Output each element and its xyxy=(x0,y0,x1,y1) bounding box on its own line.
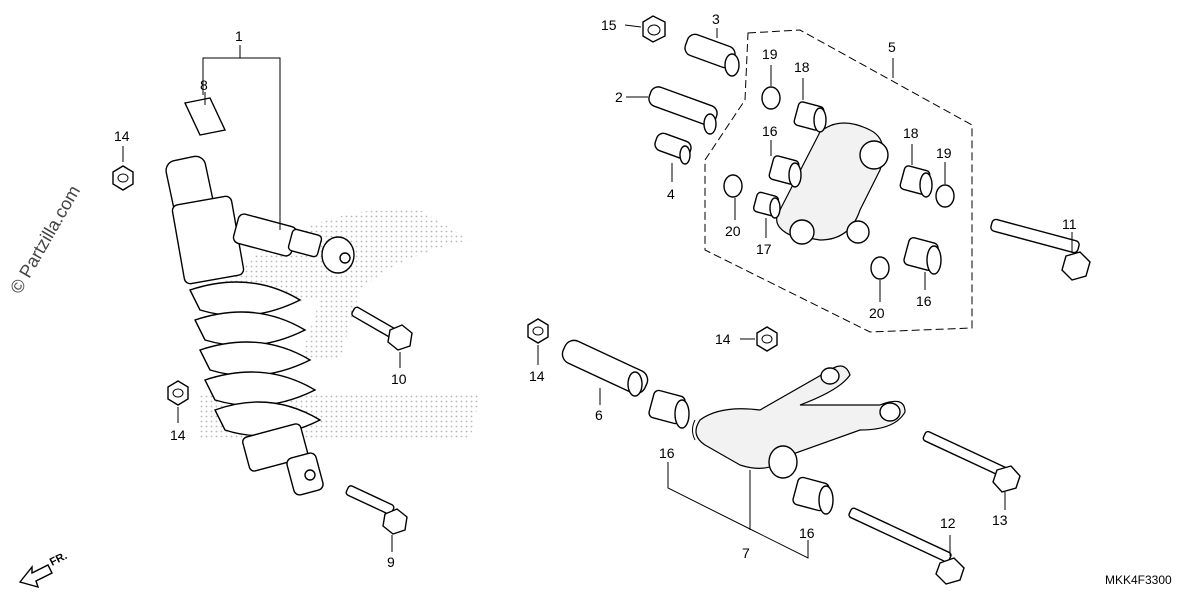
dust-seal-20-a xyxy=(723,174,743,198)
callout-6: 6 xyxy=(595,407,603,423)
callout-8: 8 xyxy=(200,77,208,93)
needle-bearing-17 xyxy=(752,191,781,219)
callout-2: 2 xyxy=(615,89,623,105)
collar-3 xyxy=(684,33,740,77)
callout-16-b: 16 xyxy=(916,293,932,309)
bolt-10 xyxy=(351,306,413,351)
callout-14-b: 14 xyxy=(170,427,186,443)
flange-nut-14-b xyxy=(167,380,189,406)
callout-18-b: 18 xyxy=(903,125,919,141)
callout-11: 11 xyxy=(1062,216,1077,232)
callout-5: 5 xyxy=(888,39,896,55)
callout-17: 17 xyxy=(756,241,772,257)
flange-nut-14-d xyxy=(756,326,778,352)
diagram-code: MKK4F3300 xyxy=(1105,573,1172,587)
cushion-arm-link xyxy=(776,122,889,245)
callout-16-a: 16 xyxy=(762,123,778,139)
callout-14-c: 14 xyxy=(529,368,545,384)
callout-12: 12 xyxy=(940,515,956,531)
dust-seal-19-a xyxy=(761,86,781,110)
front-direction-arrow: FR. xyxy=(18,550,69,589)
needle-bearing-16-a xyxy=(768,155,802,188)
watermark-text: © Partzilla.com xyxy=(6,182,84,297)
flange-nut-14-c xyxy=(527,318,549,344)
flange-nut-15 xyxy=(642,15,666,43)
callout-18-a: 18 xyxy=(794,59,810,75)
callout-16-c: 16 xyxy=(659,445,675,461)
label-sticker xyxy=(183,97,227,136)
collar-2 xyxy=(648,86,718,135)
callout-15: 15 xyxy=(601,17,617,33)
callout-10: 10 xyxy=(391,371,407,387)
callout-1: 1 xyxy=(235,28,243,44)
flange-nut-14-a xyxy=(112,165,134,191)
callout-labels: 1 8 14 14 10 9 15 3 2 4 5 19 18 16 18 19… xyxy=(114,11,1077,570)
collar-6 xyxy=(561,339,649,397)
bolt-13 xyxy=(922,430,1021,493)
bolt-11 xyxy=(990,218,1091,281)
dust-seal-20-b xyxy=(870,256,890,280)
callout-7: 7 xyxy=(742,545,750,561)
rear-shock-absorber xyxy=(165,155,355,496)
callout-14-d: 14 xyxy=(715,331,731,347)
needle-bearing-18-b xyxy=(899,165,933,198)
callout-3: 3 xyxy=(712,11,720,27)
dust-seal-19-b xyxy=(935,184,955,208)
collar-4 xyxy=(654,132,692,165)
callout-4: 4 xyxy=(667,186,675,202)
cushion-connecting-rod xyxy=(692,365,906,479)
needle-bearing-16-b xyxy=(903,237,942,275)
callout-20-b: 20 xyxy=(869,305,885,321)
needle-bearing-18-a xyxy=(793,101,827,133)
callout-9: 9 xyxy=(387,554,395,570)
direction-label: FR. xyxy=(48,550,69,569)
bolt-12 xyxy=(848,507,965,585)
callout-14-a: 14 xyxy=(114,128,130,144)
callout-19-b: 19 xyxy=(936,145,952,161)
needle-bearing-16-c xyxy=(648,389,690,429)
callout-13: 13 xyxy=(992,512,1008,528)
callout-16-d: 16 xyxy=(799,525,815,541)
needle-bearing-16-d xyxy=(792,476,834,515)
callout-19-a: 19 xyxy=(762,46,778,62)
callout-20-a: 20 xyxy=(725,223,741,239)
bolt-9 xyxy=(345,485,408,535)
